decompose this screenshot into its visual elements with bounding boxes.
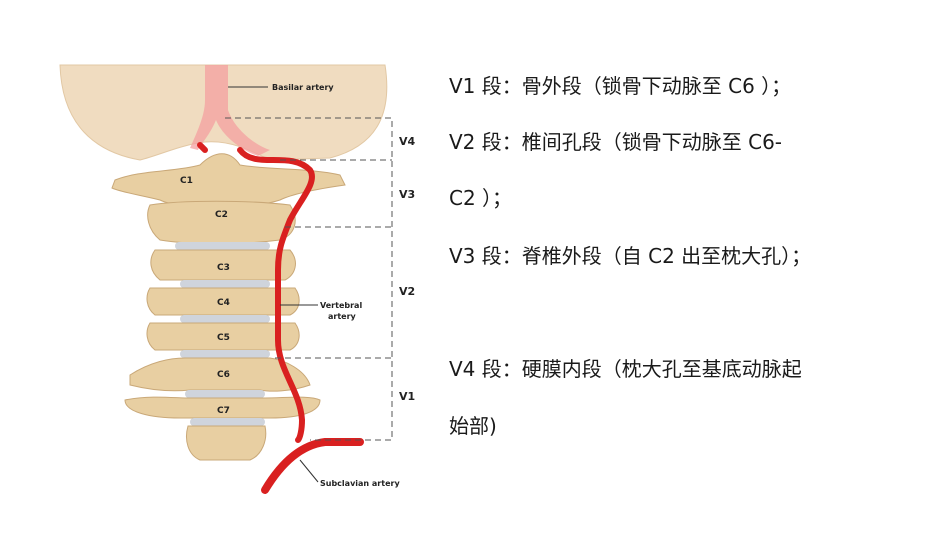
label-segment-v1: V1 — [399, 390, 415, 403]
label-c6: C6 — [217, 370, 230, 380]
label-segment-v2: V2 — [399, 285, 415, 298]
basilar-artery — [190, 65, 270, 156]
vertebral-artery — [237, 147, 315, 443]
text-v3: V3 段：脊椎外段（自 C2 出至枕大孔）； — [449, 244, 812, 268]
vertebra-c1 — [111, 153, 346, 208]
label-c4: C4 — [217, 298, 230, 308]
text-v4: V4 段：硬膜内段（枕大孔至基底动脉起 — [449, 357, 802, 381]
label-segment-v3: V3 — [399, 188, 415, 201]
label-basilar-artery: Basilar artery — [272, 83, 334, 92]
label-subclavian-artery: Subclavian artery — [320, 479, 400, 488]
label-c5: C5 — [217, 333, 230, 343]
text-v1: V1 段：骨外段（锁骨下动脉至 C6 ）； — [449, 74, 792, 98]
text-v2: V2 段：椎间孔段（锁骨下动脉至 C6- — [449, 130, 783, 154]
label-vertebral-artery-1: Vertebral — [320, 301, 362, 310]
label-c1: C1 — [180, 176, 193, 186]
vertebral-artery-diagram: Basilar artery Vertebral artery Subclavi… — [59, 64, 416, 494]
vertebra-c2 — [147, 200, 296, 245]
text-v2-cont: C2 ）； — [449, 186, 513, 210]
label-c2: C2 — [215, 210, 228, 220]
label-vertebral-artery-2: artery — [328, 312, 357, 321]
label-c7: C7 — [217, 406, 230, 416]
subclavian-artery — [261, 438, 364, 494]
label-c3: C3 — [217, 263, 230, 273]
label-segment-v4: V4 — [399, 135, 416, 148]
text-v4-cont: 始部) — [449, 414, 497, 438]
